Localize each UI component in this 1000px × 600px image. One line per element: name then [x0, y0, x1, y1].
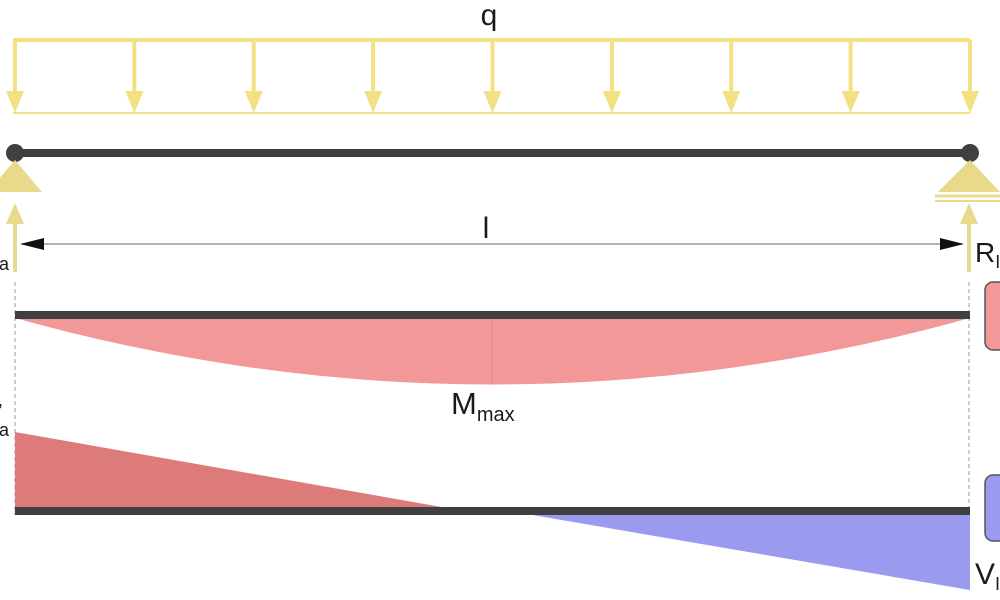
- load-arrow-head: [483, 91, 502, 113]
- left-reaction-head: [6, 203, 24, 224]
- load-arrow-head: [841, 91, 860, 113]
- shear-left-mark: ,: [0, 390, 3, 410]
- load-arrow-head: [602, 91, 621, 113]
- shear-negative-area: [515, 512, 970, 590]
- left-pin-joint: [6, 144, 24, 162]
- shear-positive-area: [15, 432, 470, 512]
- distributed-load: q: [6, 0, 979, 114]
- beam: [6, 144, 979, 162]
- right-reaction-arrow: [960, 203, 978, 272]
- load-label: q: [481, 0, 498, 32]
- shear-right-label-sub: I: [995, 574, 1000, 594]
- left-reaction-arrow: [6, 203, 24, 272]
- left-pin-support: [0, 160, 42, 192]
- moment-legend-badge: [984, 281, 1000, 351]
- span-arrow-left: [20, 238, 44, 250]
- load-arrow-head: [961, 91, 979, 113]
- right-roller-support: [938, 160, 1000, 192]
- moment-diagram: Mmax: [15, 311, 970, 426]
- load-arrows: [6, 40, 979, 113]
- moment-max-sub: max: [477, 404, 515, 426]
- moment-max-label: Mmax: [451, 386, 515, 426]
- shear-right-label-main: V: [975, 558, 995, 591]
- span-arrow-right: [940, 238, 964, 250]
- right-support: [935, 160, 1000, 202]
- shear-left-label-sub: a: [0, 420, 10, 440]
- span-label: l: [483, 212, 490, 245]
- load-arrow-head: [364, 91, 383, 113]
- right-reaction-head: [960, 203, 978, 224]
- load-arrow-head: [244, 91, 263, 113]
- load-arrow-head: [6, 91, 24, 113]
- right-pin-joint: [961, 144, 979, 162]
- shear-legend-badge: [984, 474, 1000, 542]
- load-arrow-head: [722, 91, 741, 113]
- span-dimension: l: [20, 212, 964, 250]
- load-arrow-head: [125, 91, 144, 113]
- right-reaction-label-main: R: [975, 237, 995, 268]
- right-reaction-label-sub: I: [995, 252, 1000, 272]
- left-reaction-label-sub: a: [0, 254, 10, 274]
- shear-right-label: VI: [975, 558, 1000, 594]
- shear-diagram: [15, 432, 970, 590]
- right-reaction-label: RI: [975, 237, 1000, 272]
- moment-max-main: M: [451, 386, 477, 421]
- left-support: [0, 160, 42, 192]
